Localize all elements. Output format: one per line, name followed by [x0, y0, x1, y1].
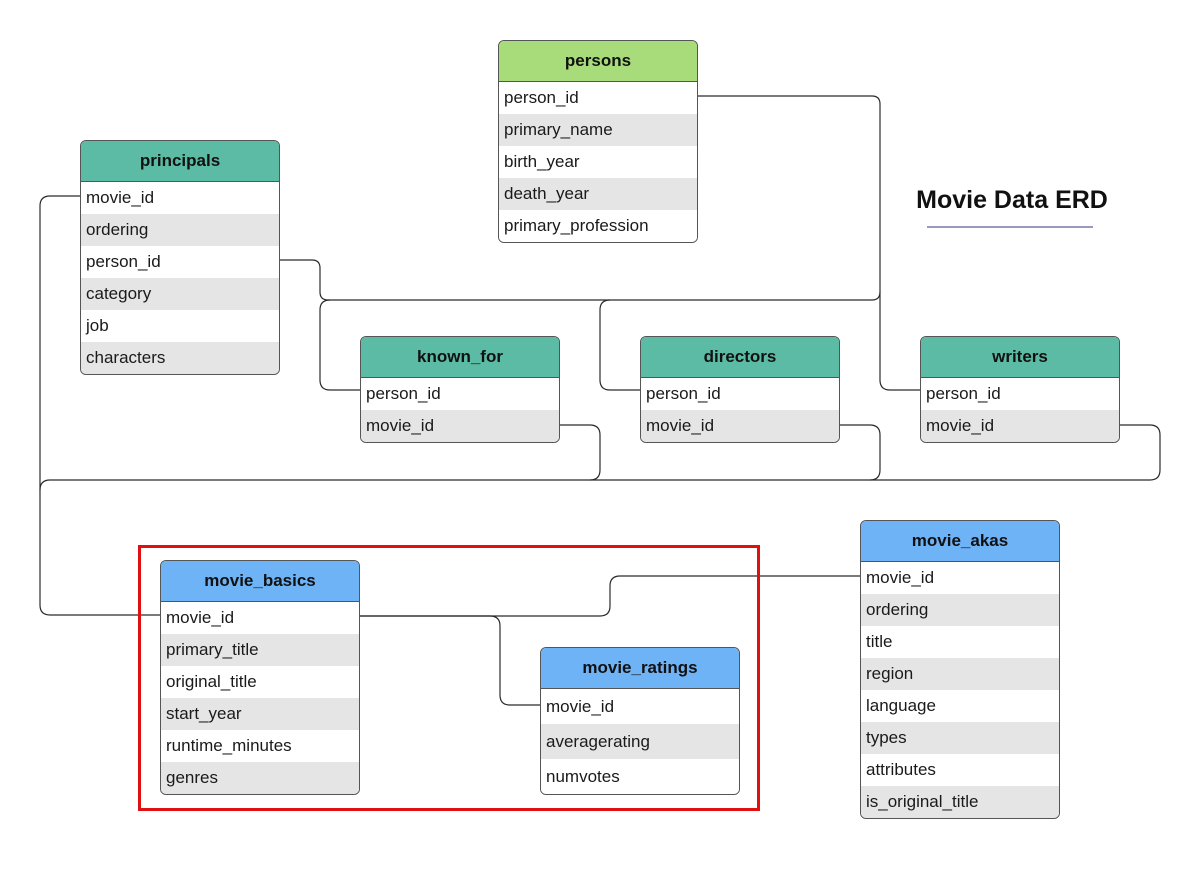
table-header: principals: [81, 141, 279, 182]
table-header: movie_ratings: [541, 648, 739, 689]
table-movie-akas[interactable]: movie_akas movie_id ordering title regio…: [860, 520, 1060, 819]
field-ordering: ordering: [861, 594, 1059, 626]
connector-persons-directors: [599, 299, 640, 391]
field-primary-name: primary_name: [499, 114, 697, 146]
field-movie-id: movie_id: [81, 182, 279, 214]
title-underline: [927, 226, 1093, 228]
field-movie-id: movie_id: [541, 689, 739, 724]
connector-principals-movie: [39, 195, 80, 490]
field-list: movie_id ordering title region language …: [861, 562, 1059, 818]
field-list: movie_id primary_title original_title st…: [161, 602, 359, 794]
highlight-box: [138, 545, 760, 811]
connector-basics-akas: [360, 575, 860, 617]
connector-persons-writers: [879, 292, 920, 391]
field-title: title: [861, 626, 1059, 658]
field-person-id: person_id: [361, 378, 559, 410]
field-list: movie_id ordering person_id category job…: [81, 182, 279, 374]
field-ordering: ordering: [81, 214, 279, 246]
field-list: person_id movie_id: [921, 378, 1119, 442]
field-list: movie_id averagerating numvotes: [541, 689, 739, 794]
field-category: category: [81, 278, 279, 310]
field-job: job: [81, 310, 279, 342]
connector-persons-known-for: [319, 299, 360, 391]
field-genres: genres: [161, 762, 359, 794]
field-language: language: [861, 690, 1059, 722]
field-is-original-title: is_original_title: [861, 786, 1059, 818]
field-movie-id: movie_id: [641, 410, 839, 442]
field-runtime-minutes: runtime_minutes: [161, 730, 359, 762]
field-person-id: person_id: [81, 246, 279, 278]
table-persons[interactable]: persons person_id primary_name birth_yea…: [498, 40, 698, 243]
table-header: directors: [641, 337, 839, 378]
table-writers[interactable]: writers person_id movie_id: [920, 336, 1120, 443]
table-known-for[interactable]: known_for person_id movie_id: [360, 336, 560, 443]
field-death-year: death_year: [499, 178, 697, 210]
field-characters: characters: [81, 342, 279, 374]
field-start-year: start_year: [161, 698, 359, 730]
field-types: types: [861, 722, 1059, 754]
field-movie-id: movie_id: [361, 410, 559, 442]
connector-movie-bus: [39, 424, 601, 616]
table-movie-basics[interactable]: movie_basics movie_id primary_title orig…: [160, 560, 360, 795]
field-movie-id: movie_id: [861, 562, 1059, 594]
field-movie-id: movie_id: [161, 602, 359, 634]
table-header: known_for: [361, 337, 559, 378]
field-person-id: person_id: [921, 378, 1119, 410]
connector-persons-trunk: [280, 95, 881, 301]
field-person-id: person_id: [499, 82, 697, 114]
table-header: movie_basics: [161, 561, 359, 602]
table-header: persons: [499, 41, 697, 82]
field-movie-id: movie_id: [921, 410, 1119, 442]
field-birth-year: birth_year: [499, 146, 697, 178]
table-header: movie_akas: [861, 521, 1059, 562]
field-original-title: original_title: [161, 666, 359, 698]
field-list: person_id primary_name birth_year death_…: [499, 82, 697, 242]
table-directors[interactable]: directors person_id movie_id: [640, 336, 840, 443]
field-attributes: attributes: [861, 754, 1059, 786]
field-person-id: person_id: [641, 378, 839, 410]
field-averagerating: averagerating: [541, 724, 739, 759]
field-region: region: [861, 658, 1059, 690]
field-list: person_id movie_id: [361, 378, 559, 442]
table-header: writers: [921, 337, 1119, 378]
table-principals[interactable]: principals movie_id ordering person_id c…: [80, 140, 280, 375]
table-movie-ratings[interactable]: movie_ratings movie_id averagerating num…: [540, 647, 740, 795]
diagram-title: Movie Data ERD: [916, 186, 1108, 214]
field-list: person_id movie_id: [641, 378, 839, 442]
field-numvotes: numvotes: [541, 759, 739, 794]
field-primary-title: primary_title: [161, 634, 359, 666]
field-primary-profession: primary_profession: [499, 210, 697, 242]
connector-writers-movie: [870, 424, 1161, 481]
